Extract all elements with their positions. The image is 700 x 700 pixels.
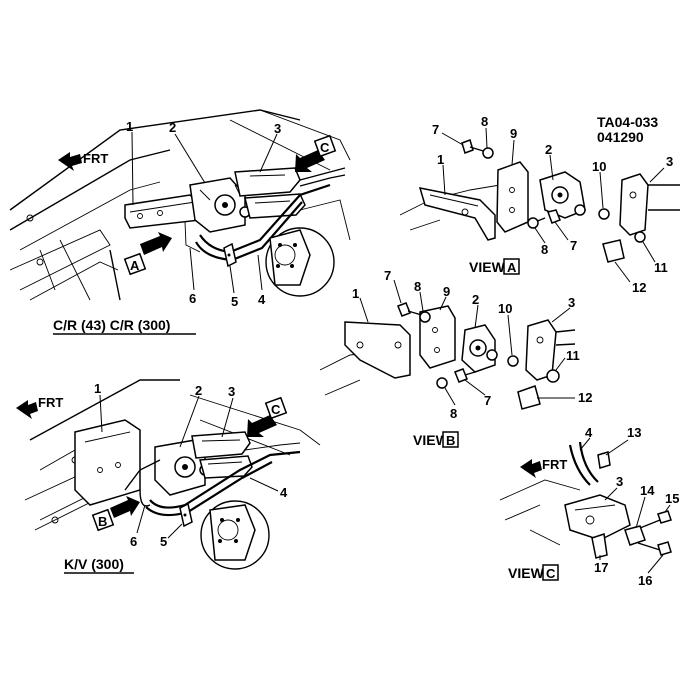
callout-vc-3: 3	[616, 474, 623, 489]
frt-label-view-c: FRT	[542, 457, 567, 472]
frt-arrow-icon	[58, 152, 82, 171]
arrow-letter-c-upper: C	[320, 140, 330, 155]
callout-ll-2: 2	[195, 383, 202, 398]
callout-ul-6: 6	[189, 291, 196, 306]
view-c-arrow-icon-lower	[247, 415, 277, 437]
callout-vc-15: 15	[665, 491, 679, 506]
callout-vc-13: 13	[627, 425, 641, 440]
callout-vb-7-bottom: 7	[484, 393, 491, 408]
callout-ul-3: 3	[274, 121, 281, 136]
callout-vb-10: 10	[498, 301, 512, 316]
callout-vb-7-top: 7	[384, 268, 391, 283]
callout-ll-1: 1	[94, 381, 101, 396]
arrow-letter-b: B	[98, 514, 107, 529]
callout-ul-4: 4	[258, 292, 266, 307]
callout-ll-6: 6	[130, 534, 137, 549]
view-b-arrow-icon	[110, 496, 140, 518]
figure-code: TA04-033	[597, 114, 658, 130]
view-b-word: VIEW	[413, 432, 450, 448]
callout-vb-8-bottom: 8	[450, 406, 457, 421]
view-b-letter: B	[446, 433, 455, 448]
callout-ll-3: 3	[228, 384, 235, 399]
callout-va-11: 11	[654, 260, 668, 275]
callout-vc-14: 14	[640, 483, 655, 498]
view-a-arrow-icon	[140, 232, 172, 255]
callout-vc-17: 17	[594, 560, 608, 575]
callout-va-1: 1	[437, 152, 444, 167]
callout-ul-1: 1	[126, 119, 133, 134]
figure-date: 041290	[597, 129, 644, 145]
view-c-word: VIEW	[508, 565, 545, 581]
callout-ll-5: 5	[160, 534, 167, 549]
callout-ll-4: 4	[280, 485, 288, 500]
arrow-letter-c-lower: C	[271, 402, 281, 417]
callout-va-9: 9	[510, 126, 517, 141]
frt-arrow-icon-lower	[16, 400, 38, 419]
callout-va-8-top: 8	[481, 114, 488, 129]
frt-label-upper: FRT	[83, 151, 108, 166]
callout-vb-12: 12	[578, 390, 592, 405]
upper-left-assembly: FRT	[9, 109, 351, 335]
frt-arrow-icon-view-c	[520, 459, 542, 478]
callout-vb-11: 11	[566, 348, 580, 363]
callout-va-7-bottom: 7	[570, 238, 577, 253]
callout-vb-9: 9	[443, 284, 450, 299]
callout-vb-1: 1	[352, 286, 359, 301]
callout-va-2: 2	[545, 142, 552, 157]
view-a-detail: 7 8 9 1 2 10 3 7 8 11 12 VIEW A	[399, 114, 680, 295]
callout-va-3: 3	[666, 154, 673, 169]
callout-ul-5: 5	[231, 294, 238, 309]
callout-va-12: 12	[632, 280, 646, 295]
callout-ul-2: 2	[169, 120, 176, 135]
caption-upper-left: C/R (43) C/R (300)	[53, 317, 170, 333]
view-c-letter: C	[546, 566, 556, 581]
callout-vb-2: 2	[472, 292, 479, 307]
callout-vc-16: 16	[638, 573, 652, 588]
lower-left-assembly: FRT	[16, 379, 321, 574]
view-a-word: VIEW	[469, 259, 506, 275]
callout-va-7-top: 7	[432, 122, 439, 137]
callout-va-10: 10	[592, 159, 606, 174]
arrow-letter-a: A	[130, 258, 140, 273]
callout-vc-4: 4	[585, 425, 593, 440]
callout-va-8-bottom: 8	[541, 242, 548, 257]
view-c-detail: FRT 4 13 3 14 15 17 16	[499, 425, 679, 588]
view-b-detail: 7 8 9 1 2 10 3 11 12 8 7 VIEW B	[319, 268, 592, 448]
frt-label-lower: FRT	[38, 395, 63, 410]
callout-vb-3: 3	[568, 295, 575, 310]
callout-vb-8-top: 8	[414, 279, 421, 294]
view-c-arrow-icon-upper	[295, 150, 325, 172]
caption-lower-left: K/V (300)	[64, 556, 124, 572]
view-a-letter: A	[507, 260, 517, 275]
